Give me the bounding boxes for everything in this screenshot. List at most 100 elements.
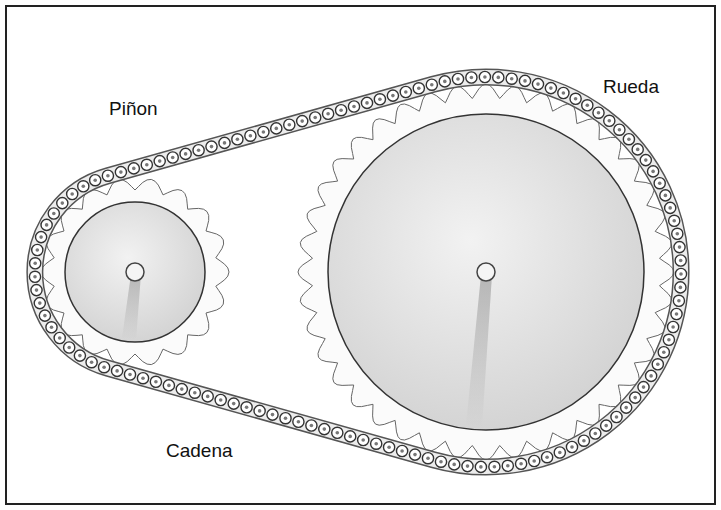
chain-roller [86,357,97,368]
roller-pin [636,148,640,152]
chain-label: Cadena [163,440,236,463]
chain-roller [387,90,398,101]
chain-roller [348,101,359,112]
roller-pin [426,456,430,460]
gear-teeth [298,84,674,460]
chain-roller [102,170,113,181]
chain-roller [674,242,685,253]
chain-roller [675,255,686,266]
chain-roller [672,228,683,239]
roller-pin [43,314,47,318]
roller-pin [336,431,340,435]
chain-roller [232,134,243,145]
chain-roller [384,442,395,453]
roller-pin [361,438,365,442]
roller-pin [664,194,668,198]
roller-pin [597,111,601,115]
chain-roller [99,362,110,373]
chain-roller [654,178,665,189]
roller-pin [300,119,304,123]
chain-roller [30,258,41,269]
roller-pin [145,163,149,167]
roller-pin [45,223,49,227]
roller-pin [184,152,188,156]
chain-roller [34,298,45,309]
roller-pin [443,80,447,84]
roller-pin [667,338,671,342]
roller-pin [197,148,201,152]
chain-roller [32,244,43,255]
roller-pin [128,373,132,377]
roller-pin [158,159,162,163]
roller-pin [387,446,391,450]
wheel-disc [328,114,644,430]
roller-pin [313,116,317,120]
roller-pin [582,439,586,443]
roller-pin [452,463,456,467]
chain-roller [462,461,473,472]
roller-pin [36,248,40,252]
chain-roller [336,105,347,116]
frame [6,6,715,504]
pinion-shadow [122,274,141,340]
chain-roller [675,268,686,279]
chain-roller [542,452,553,463]
chain-roller [374,94,385,105]
chain-roller [449,459,460,470]
chain-roller [371,438,382,449]
roller-pin [171,156,175,160]
roller-pin [413,453,417,457]
roller-pin [262,130,266,134]
chain-roller [652,359,663,370]
pinion-hub [126,263,144,281]
chain-roller [593,107,604,118]
chain-roller [529,455,540,466]
roller-pin [574,97,578,101]
chain-roller [665,202,676,213]
chain-roller [193,145,204,156]
roller-pin [115,369,119,373]
chain-roller [630,392,641,403]
roller-pin [193,391,197,395]
roller-pin [671,325,675,329]
chain-roller [219,137,230,148]
chain-roller [632,144,643,155]
roller-pin [618,128,622,132]
roller-pin [326,112,330,116]
roller-pin [206,395,210,399]
roller-pin [271,413,275,417]
roller-pin [586,104,590,108]
chain-roller [578,435,589,446]
roller-pin [378,98,382,102]
roller-pin [180,387,184,391]
chain-roller [669,215,680,226]
roller-pin [365,101,369,105]
chain-roller [57,198,68,209]
roller-pin [679,259,683,263]
chain-roller [489,461,500,472]
roller-pin [82,185,86,189]
roller-pin [558,451,562,455]
chain-roller [413,83,424,94]
roller-pin [658,181,662,185]
roller-pin [310,424,314,428]
roller-pin [297,420,301,424]
chain-roller [435,456,446,467]
chain-roller [506,73,517,84]
roller-pin [67,346,71,350]
chain-roller [660,190,671,201]
roller-pin [167,384,171,388]
chain-roller [439,76,450,87]
chain-roller [124,369,135,380]
chain-roller [128,163,139,174]
chain-roller [202,391,213,402]
chain-roller [554,447,565,458]
chain-links [29,71,686,472]
chain-roller [668,321,679,332]
roller-pin [391,94,395,98]
roller-pin [523,79,527,83]
roller-pin [624,406,628,410]
chain-roller [280,413,291,424]
roller-pin [608,119,612,123]
chain-roller [658,347,669,358]
